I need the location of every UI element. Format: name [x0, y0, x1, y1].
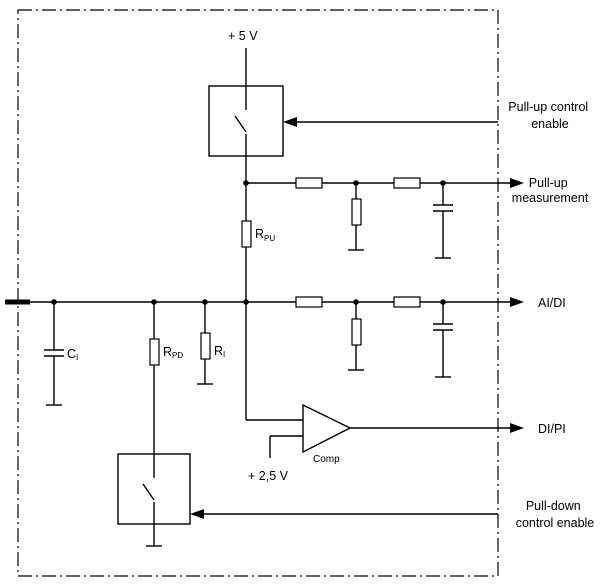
pulldown-switch-icon [142, 454, 155, 524]
supply-5v-label: + 5 V [228, 29, 258, 43]
pulldown-control-arrow [190, 509, 204, 519]
pulldown-control-label: Pull-down control enable [516, 499, 595, 530]
pullup-measurement-filter [246, 177, 512, 259]
pullup-control-arrow [283, 117, 297, 127]
junction-dot [202, 299, 208, 305]
pullup-switch-icon [234, 86, 247, 156]
comparator [245, 302, 512, 458]
resistor-rpu [241, 183, 252, 302]
comparator-label: Comp [313, 454, 340, 465]
rpu-label: RPU [255, 227, 275, 243]
junction-dot [440, 299, 446, 305]
resistor-rpd [149, 302, 160, 454]
module-boundary [17, 9, 499, 577]
di-pi-arrow [510, 423, 524, 433]
junction-dot [353, 299, 359, 305]
ai-di-label: AI/DI [538, 296, 566, 310]
ri-label: RI [214, 344, 225, 359]
junction-dot [353, 180, 359, 186]
capacitor-ci [44, 302, 64, 406]
resistor-ri [197, 302, 213, 385]
ref-2v5-label: + 2,5 V [248, 469, 289, 483]
di-pi-label: DI/PI [538, 422, 566, 436]
ai-di-arrow [510, 297, 524, 307]
junction-dot [151, 299, 157, 305]
pullup-measurement-arrow [510, 178, 524, 188]
junction-dot [51, 299, 57, 305]
rpd-label: RPD [163, 345, 183, 360]
junction-dot [440, 180, 446, 186]
ai-di-filter [295, 296, 453, 378]
pullup-measurement-label: Pull-up measurement [512, 176, 589, 205]
pullup-control-label: Pull-up control enable [508, 100, 591, 131]
ci-label: CI [67, 347, 78, 362]
